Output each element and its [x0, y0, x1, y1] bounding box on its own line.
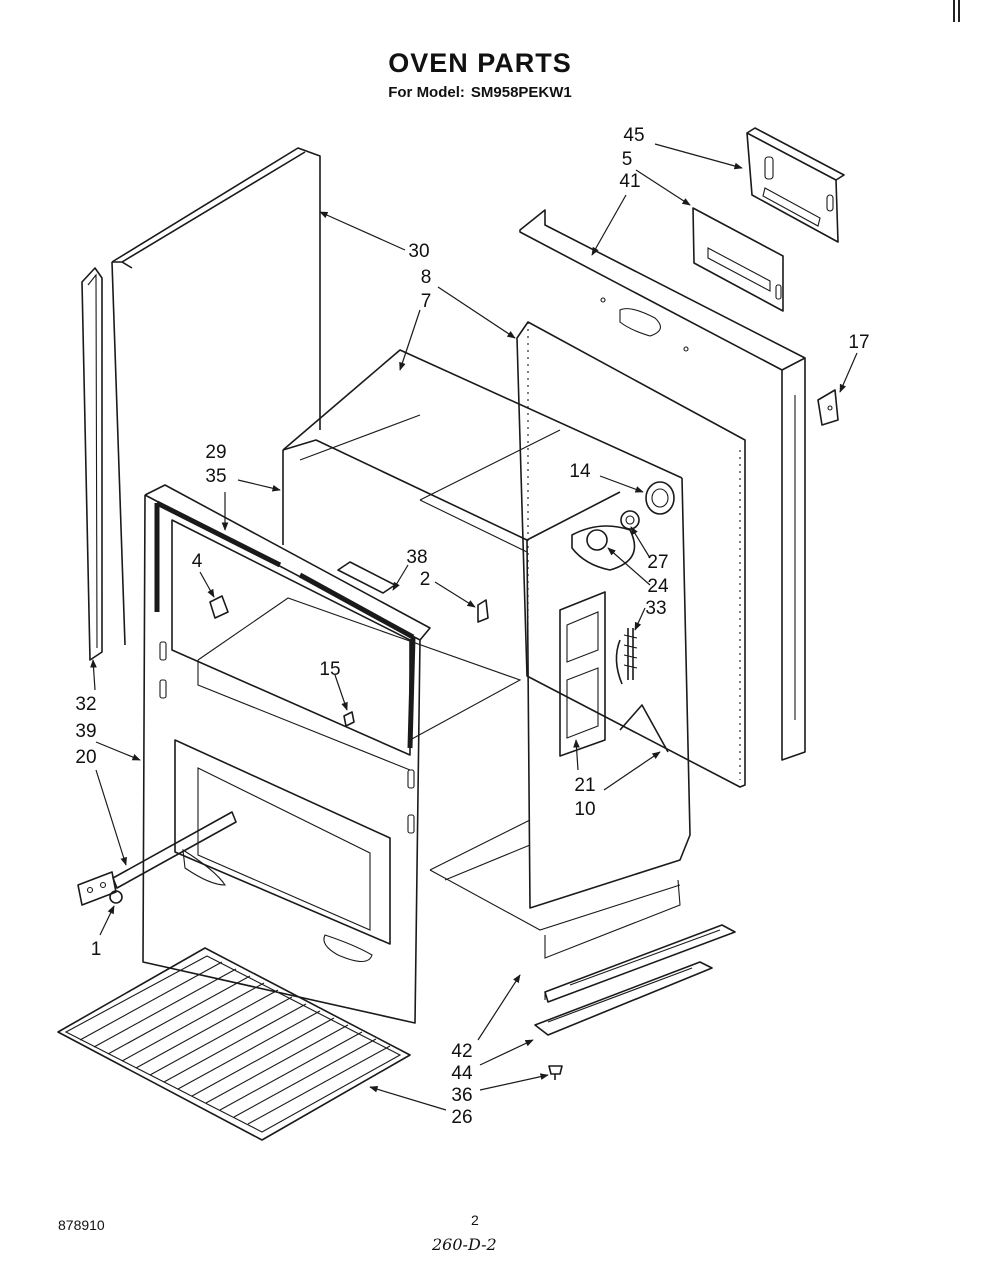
part-33-spring: [615, 628, 638, 685]
model-subtitle: For Model: SM958PEKW1: [0, 84, 960, 101]
handwritten-code: 260-D-2: [432, 1235, 497, 1254]
callout-42: 42: [451, 1041, 473, 1062]
callout-27: 27: [647, 552, 669, 573]
part-5-gasket-plate: [692, 207, 784, 312]
part-8-insulation-pad: [516, 321, 746, 788]
callout-44: 44: [451, 1063, 473, 1084]
callout-20: 20: [75, 747, 97, 768]
part-15-clip: [343, 711, 355, 727]
part-2-bracket: [477, 599, 489, 623]
part-17-clip: [817, 389, 839, 426]
part-38-vent-strip: [337, 561, 396, 594]
part-14-light-receptacle: [645, 481, 675, 515]
part-27-bulb-socket: [620, 510, 640, 530]
callout-32: 32: [75, 694, 97, 715]
callout-21: 21: [574, 775, 596, 796]
callout-35: 35: [205, 466, 227, 487]
callout-7: 7: [420, 291, 432, 312]
callout-14: 14: [569, 461, 591, 482]
callout-24: 24: [647, 576, 669, 597]
callout-2: 2: [419, 569, 431, 590]
callout-33: 33: [645, 598, 667, 619]
part-30-side-panel: [111, 147, 321, 646]
model-label: For Model:: [388, 84, 465, 101]
catalog-number: 878910: [58, 1217, 105, 1233]
callout-5: 5: [621, 149, 633, 170]
leader-lines: [90, 143, 858, 1111]
part-20-hinge: [77, 811, 237, 906]
callout-45: 45: [623, 125, 645, 146]
callout-39: 39: [75, 721, 97, 742]
callout-8: 8: [420, 267, 432, 288]
callout-17: 17: [848, 332, 870, 353]
callout-15: 15: [319, 659, 341, 680]
model-number: SM958PEKW1: [470, 84, 572, 101]
page-title: OVEN PARTS: [388, 48, 572, 78]
part-1-hinge-pin: [109, 890, 123, 904]
page-number: 2: [471, 1212, 479, 1228]
callout-4: 4: [191, 551, 203, 572]
callout-38: 38: [406, 547, 428, 568]
callout-41: 41: [619, 171, 641, 192]
part-10-bracket-wire: [619, 704, 669, 753]
callout-26: 26: [451, 1107, 473, 1128]
callout-10: 10: [574, 799, 596, 820]
callout-30: 30: [408, 241, 430, 262]
part-41-back-panel: [519, 209, 806, 761]
callout-29: 29: [205, 442, 227, 463]
callout-1: 1: [90, 939, 102, 960]
part-26-oven-rack: [57, 947, 411, 1141]
part-45-bracket: [746, 127, 845, 243]
part-44-rail-support: [534, 961, 713, 1036]
part-4-latch: [209, 595, 229, 619]
part-35-door-gasket: [154, 500, 416, 749]
part-7-oven-liner: [282, 349, 691, 959]
scan-edge-mark: [953, 0, 960, 22]
part-42-broiler-rail: [544, 924, 736, 1003]
part-32-side-trim: [81, 267, 103, 661]
part-36-screw: [548, 1065, 563, 1080]
callout-36: 36: [451, 1085, 473, 1106]
